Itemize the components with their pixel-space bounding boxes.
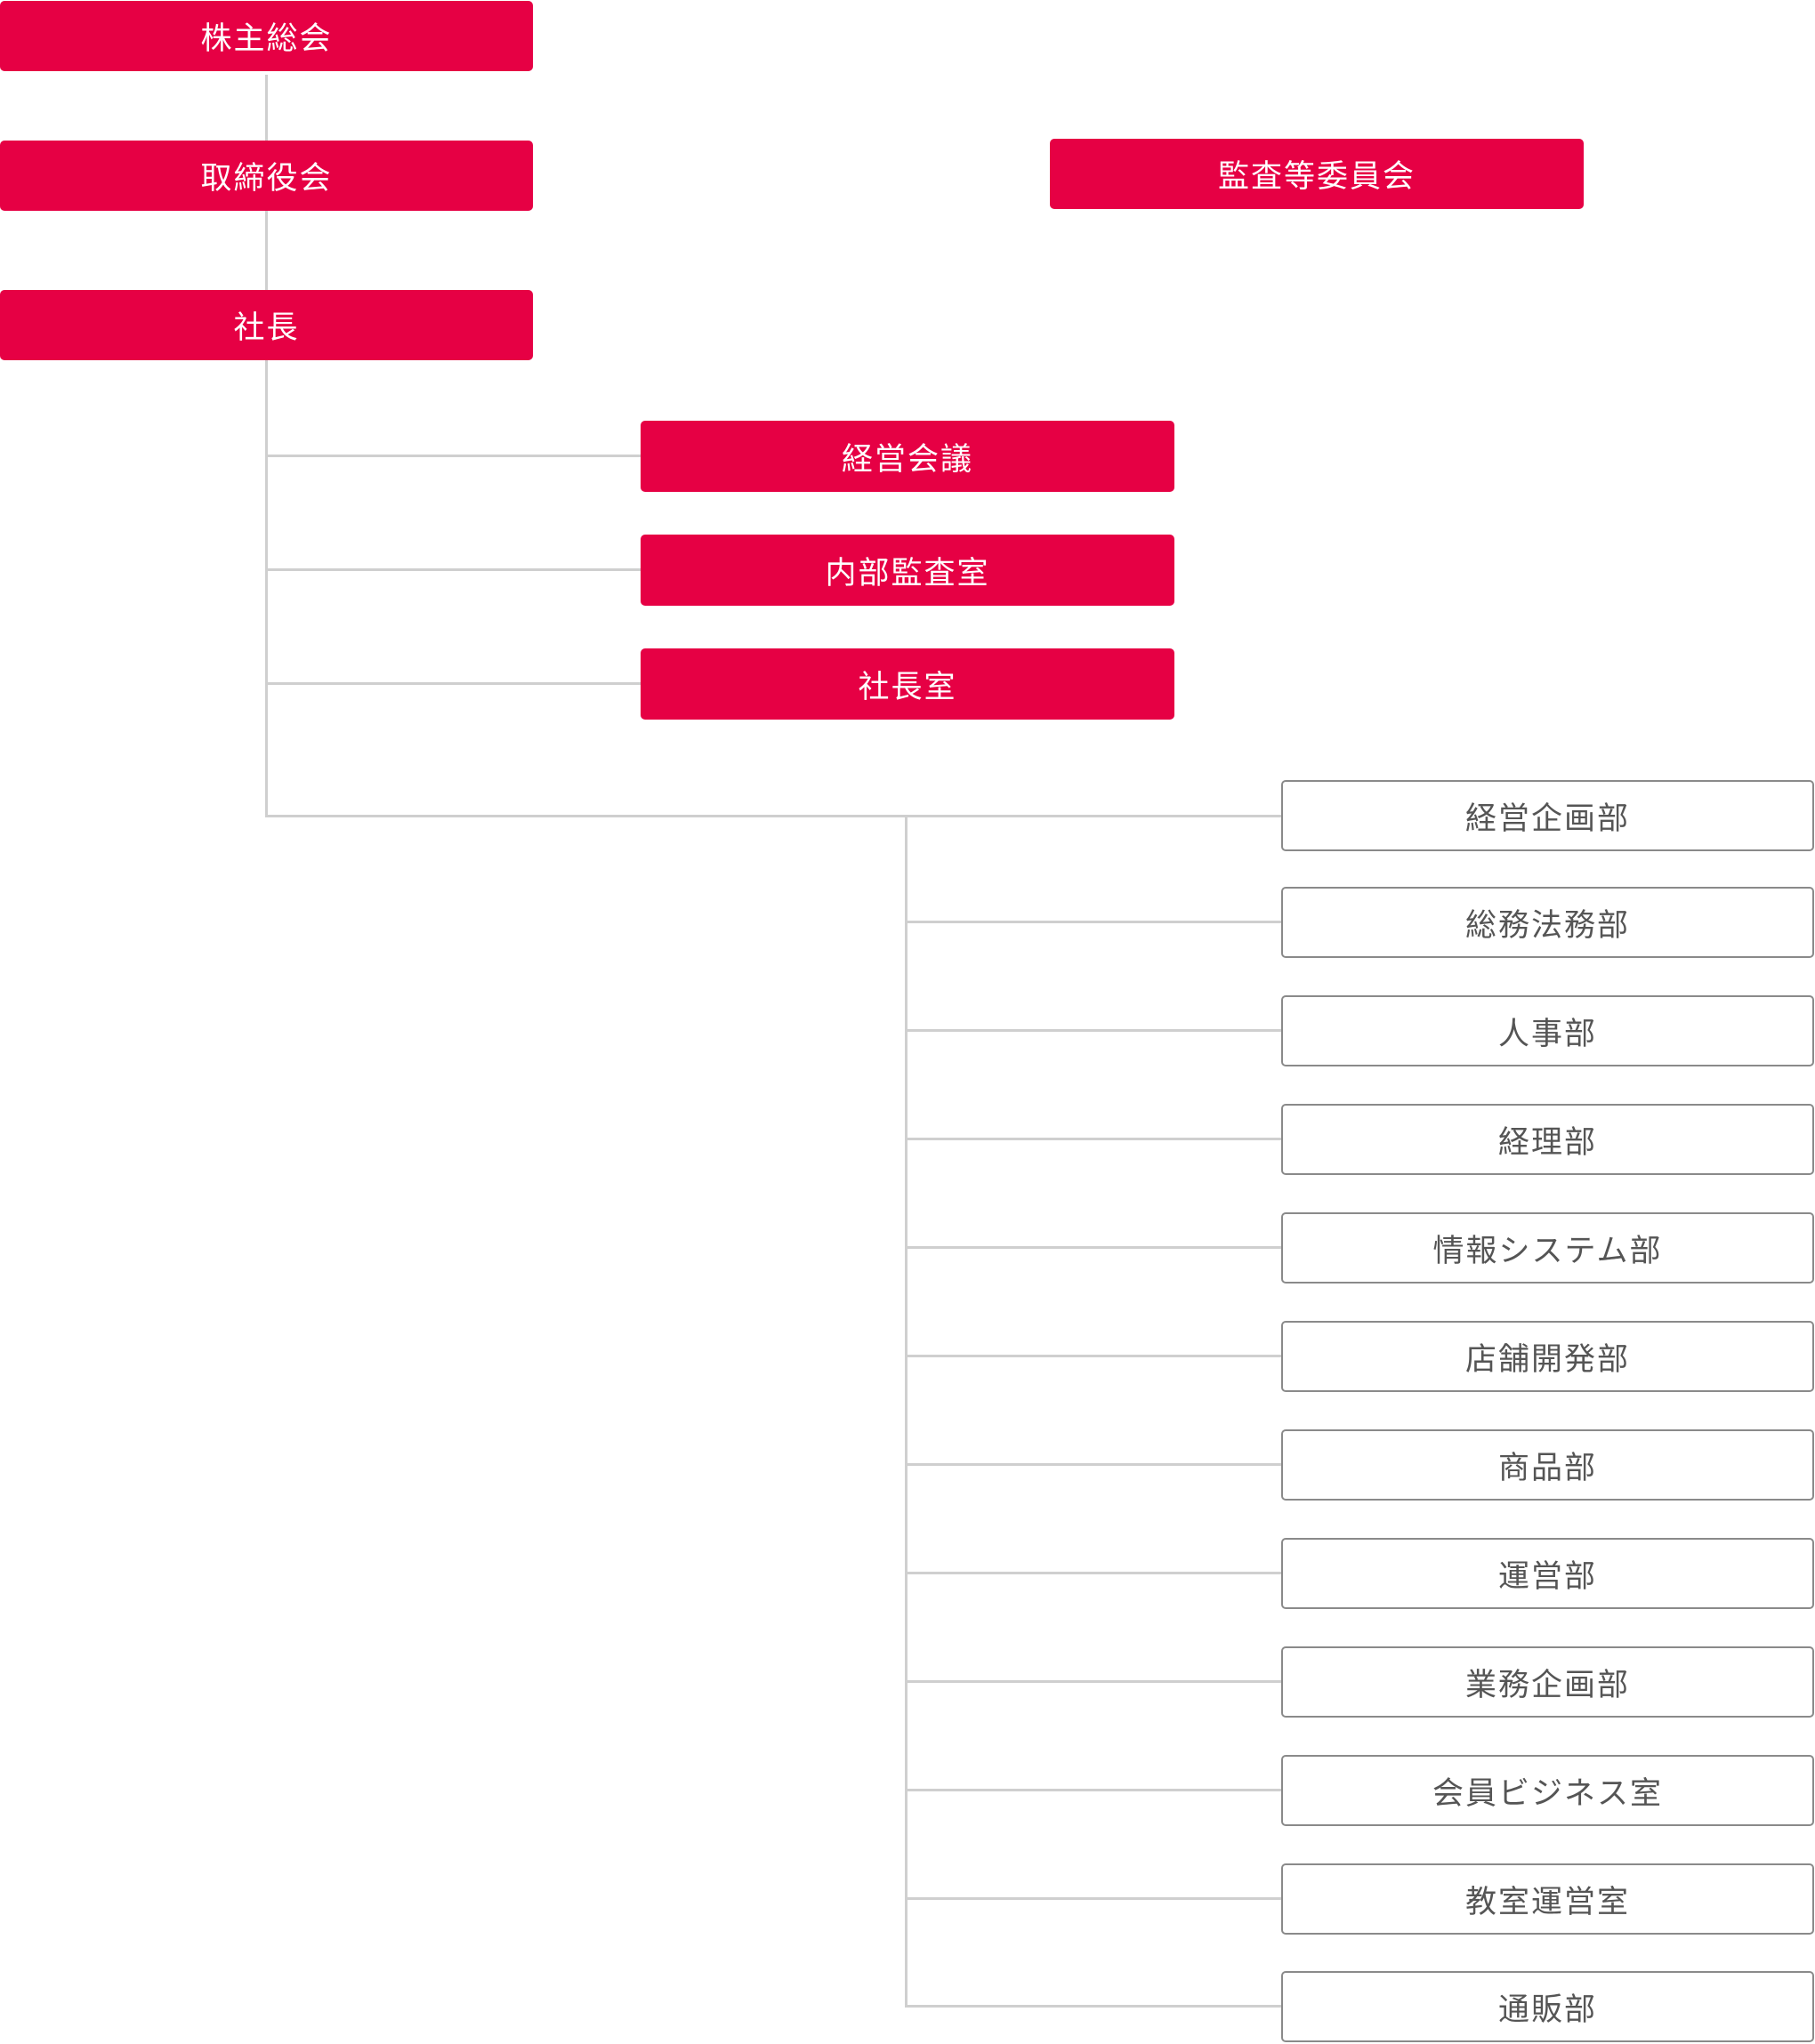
connector-staff-2 bbox=[265, 568, 641, 571]
node-board-of-directors: 取締役会 bbox=[0, 141, 533, 211]
node-management-meeting: 経営会議 bbox=[641, 421, 1174, 492]
node-department: 商品部 bbox=[1281, 1429, 1814, 1501]
connector-dept-4 bbox=[905, 1138, 1283, 1140]
connector-dept-12 bbox=[905, 2005, 1283, 2008]
node-audit-committee: 監査等委員会 bbox=[1050, 139, 1584, 209]
connector-dept-10 bbox=[905, 1789, 1283, 1791]
connector-staff-3 bbox=[265, 682, 641, 685]
connector-departments-horizontal bbox=[265, 815, 1283, 817]
connector-dept-5 bbox=[905, 1246, 1283, 1249]
node-department: 会員ビジネス室 bbox=[1281, 1755, 1814, 1826]
node-shareholders-meeting: 株主総会 bbox=[0, 1, 533, 71]
node-president-office: 社長室 bbox=[641, 648, 1174, 720]
connector-departments-vertical bbox=[905, 815, 908, 2007]
connector-dept-2 bbox=[905, 921, 1283, 923]
node-internal-audit-office: 内部監査室 bbox=[641, 535, 1174, 606]
node-department: 人事部 bbox=[1281, 995, 1814, 1066]
node-department: 総務法務部 bbox=[1281, 887, 1814, 958]
node-department: 通販部 bbox=[1281, 1971, 1814, 2042]
connector-dept-9 bbox=[905, 1680, 1283, 1683]
connector-dept-11 bbox=[905, 1897, 1283, 1900]
connector-staff-1 bbox=[265, 455, 641, 457]
node-president: 社長 bbox=[0, 290, 533, 360]
node-department: 運営部 bbox=[1281, 1538, 1814, 1609]
node-department: 業務企画部 bbox=[1281, 1646, 1814, 1718]
connector-governance-vertical bbox=[265, 75, 268, 817]
node-department: 経営企画部 bbox=[1281, 780, 1814, 851]
connector-dept-7 bbox=[905, 1463, 1283, 1466]
node-department: 店舗開発部 bbox=[1281, 1321, 1814, 1392]
connector-dept-3 bbox=[905, 1029, 1283, 1032]
node-department: 教室運営室 bbox=[1281, 1863, 1814, 1935]
connector-dept-8 bbox=[905, 1572, 1283, 1574]
node-department: 経理部 bbox=[1281, 1104, 1814, 1175]
node-department: 情報システム部 bbox=[1281, 1212, 1814, 1284]
connector-dept-6 bbox=[905, 1355, 1283, 1357]
